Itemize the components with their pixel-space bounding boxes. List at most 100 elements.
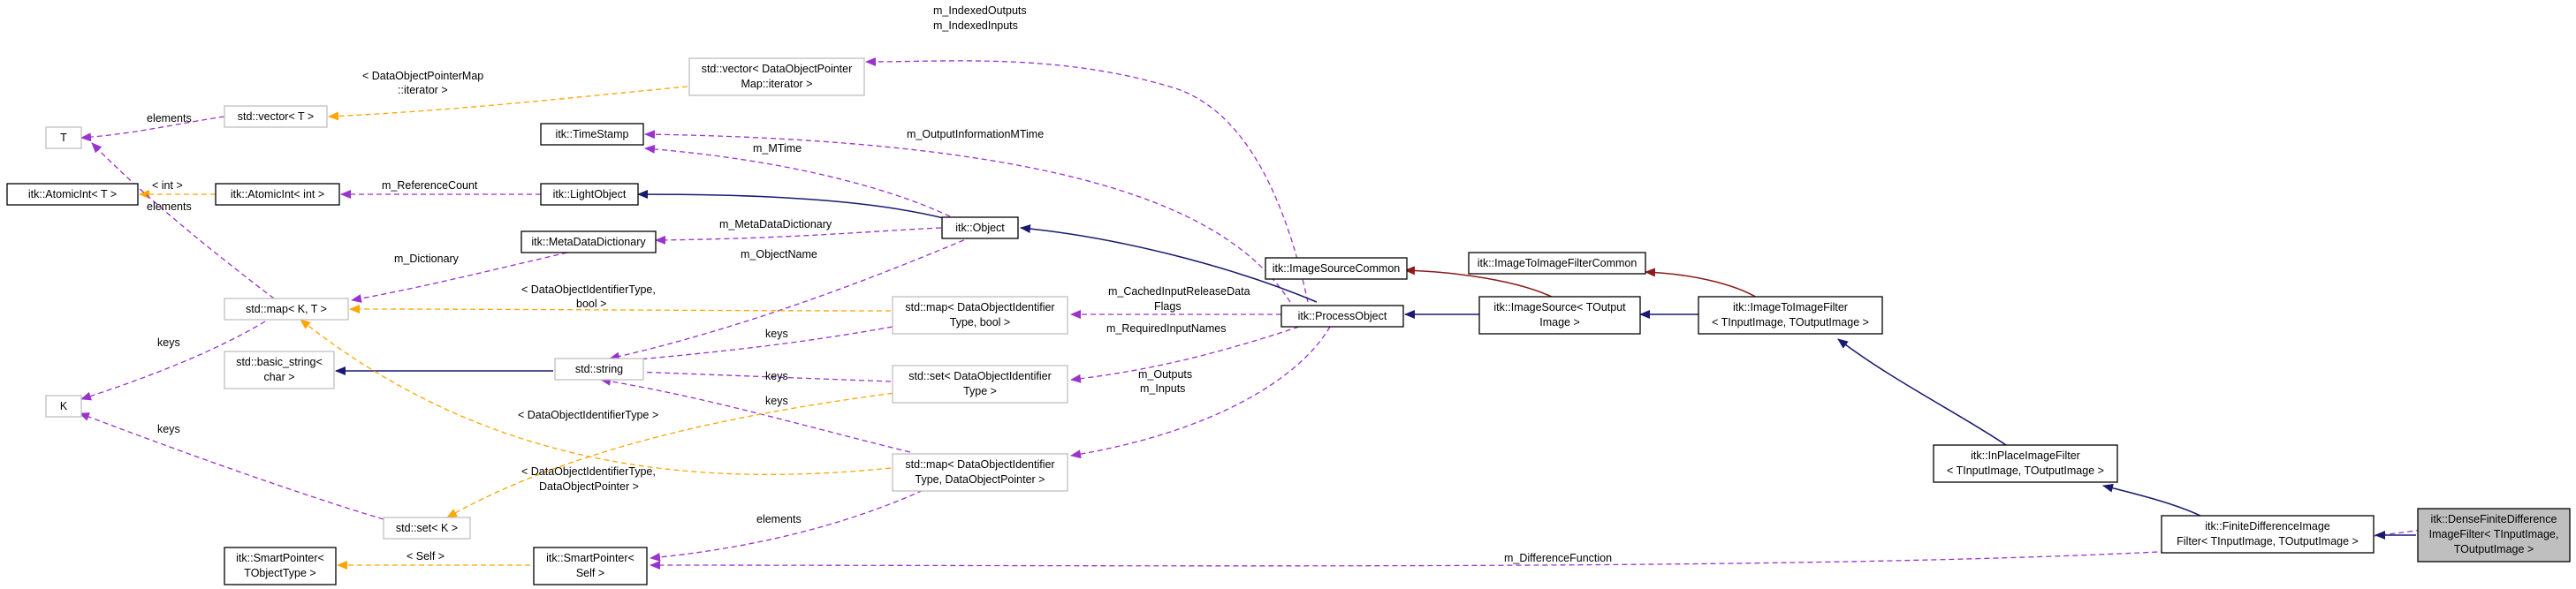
svg-text:itk::ImageToImageFilter: itk::ImageToImageFilter	[1733, 301, 1848, 313]
node-string[interactable]: std::string	[554, 358, 644, 381]
svg-text:itk::Object: itk::Object	[955, 222, 1005, 234]
svg-text:std::vector< DataObjectPointer: std::vector< DataObjectPointer	[702, 63, 853, 75]
node-map-kt[interactable]: std::map< K, T >	[224, 298, 349, 321]
edge-label-mtime: m_MTime	[753, 142, 802, 155]
svg-text:std::set< K >: std::set< K >	[396, 522, 458, 534]
edge-label-keys-string2: keys	[765, 370, 788, 382]
edge-processobject-inherits-object	[1020, 224, 1318, 303]
node-map-doi-bool[interactable]: std::map< DataObjectIdentifier Type, boo…	[892, 296, 1068, 335]
svg-text:itk::AtomicInt< T >: itk::AtomicInt< T >	[28, 188, 117, 200]
svg-text:Type >: Type >	[963, 385, 997, 397]
edge-set-k-to-k	[79, 412, 384, 520]
edge-processobject-to-map-dop	[1070, 326, 1331, 459]
edge-object-to-string	[609, 236, 973, 361]
node-map-doi-dop[interactable]: std::map< DataObjectIdentifier Type, Dat…	[892, 453, 1068, 492]
edge-finitediff-inherits-inplace	[2102, 483, 2201, 517]
svg-text:itk::SmartPointer<: itk::SmartPointer<	[236, 552, 324, 564]
node-imagetoimagefilter[interactable]: itk::ImageToImageFilter < TInputImage, T…	[1698, 296, 1883, 335]
edge-label-outputs-1: m_Outputs	[1138, 368, 1192, 381]
nodes: T K itk::AtomicInt< T > itk::AtomicInt< …	[6, 57, 2571, 585]
edge-label-objectname: m_ObjectName	[741, 248, 817, 261]
svg-text:itk::LightObject: itk::LightObject	[553, 188, 627, 200]
svg-text:TObjectType >: TObjectType >	[244, 567, 315, 579]
svg-text:itk::ProcessObject: itk::ProcessObject	[1298, 310, 1387, 322]
svg-text:std::set< DataObjectIdentifier: std::set< DataObjectIdentifier	[908, 370, 1052, 382]
edge-label-map-bool-tmpl-2: bool >	[576, 298, 606, 310]
node-imagetoimagefiltercommon[interactable]: itk::ImageToImageFilterCommon	[1468, 252, 1646, 275]
node-vector-dop-iterator[interactable]: std::vector< DataObjectPointer Map::iter…	[688, 57, 865, 96]
edge-label-cached-2: Flags	[1154, 300, 1182, 313]
node-timestamp[interactable]: itk::TimeStamp	[540, 123, 644, 146]
node-densefinitedifferenceimagefilter[interactable]: itk::DenseFiniteDifference ImageFilter< …	[2417, 508, 2571, 563]
node-k[interactable]: K	[45, 395, 82, 418]
edge-map-dop-to-string	[600, 376, 911, 453]
edge-object-inherits-lightobject	[637, 190, 948, 220]
edge-label-elements-vec: elements	[147, 112, 192, 125]
edge-vector-to-t	[80, 116, 225, 142]
edge-metadatadictionary-to-map	[351, 252, 568, 303]
edges	[79, 57, 2422, 570]
node-t[interactable]: T	[45, 126, 82, 149]
svg-text:ImageFilter< TInputImage,: ImageFilter< TInputImage,	[2429, 528, 2559, 540]
edge-processobject-to-set-doi	[1070, 326, 1300, 383]
edge-processobject-to-dopmap-vector	[865, 57, 1309, 303]
edge-label-map-dop-tmpl-2: DataObjectPointer >	[539, 480, 639, 493]
svg-text:char >: char >	[263, 371, 294, 383]
node-smartptr-objtype[interactable]: itk::SmartPointer< TObjectType >	[224, 547, 337, 585]
edge-map-dop-to-map	[300, 319, 892, 475]
node-atomicint-t[interactable]: itk::AtomicInt< T >	[6, 183, 139, 206]
edge-imagesource-inherits-imagesourcecommon	[1404, 266, 1556, 299]
node-atomicint-int[interactable]: itk::AtomicInt< int >	[215, 183, 340, 206]
svg-text:std::basic_string<: std::basic_string<	[236, 356, 323, 368]
edge-label-map-dop-tmpl-1: < DataObjectIdentifierType,	[521, 465, 656, 478]
edge-label-keys-string1: keys	[765, 328, 788, 340]
svg-text:itk::InPlaceImageFilter: itk::InPlaceImageFilter	[1971, 449, 2080, 462]
edge-label-map-bool-tmpl-1: < DataObjectIdentifierType,	[521, 283, 656, 296]
svg-text:itk::DenseFiniteDifference: itk::DenseFiniteDifference	[2431, 513, 2557, 525]
svg-text:TOutputImage >: TOutputImage >	[2454, 543, 2534, 555]
node-set-doi[interactable]: std::set< DataObjectIdentifier Type >	[892, 365, 1068, 404]
node-object[interactable]: itk::Object	[941, 216, 1019, 239]
node-inplaceimagefilter[interactable]: itk::InPlaceImageFilter < TInputImage, T…	[1933, 444, 2118, 483]
edge-label-self-tmpl: < Self >	[407, 550, 445, 563]
node-set-k[interactable]: std::set< K >	[383, 517, 471, 540]
svg-text:itk::ImageSourceCommon: itk::ImageSourceCommon	[1273, 262, 1401, 275]
svg-text:Filter< TInputImage, TOutputIm: Filter< TInputImage, TOutputImage >	[2177, 535, 2359, 547]
edge-dopmap-vector-to-vector	[328, 86, 688, 121]
node-finitedifferenceimagefilter[interactable]: itk::FiniteDifferenceImage Filter< TInpu…	[2161, 515, 2375, 554]
svg-text:< TInputImage, TOutputImage >: < TInputImage, TOutputImage >	[1947, 464, 2104, 477]
node-lightobject[interactable]: itk::LightObject	[540, 183, 639, 206]
edge-imagetoimagefilter-inherits-common	[1645, 268, 1759, 299]
svg-text:K: K	[60, 400, 68, 412]
edge-labels: elements < DataObjectPointerMap ::iterat…	[147, 4, 1612, 564]
svg-text:std::map< DataObjectIdentifier: std::map< DataObjectIdentifier	[905, 458, 1054, 471]
edge-label-difference-function: m_DifferenceFunction	[1504, 552, 1612, 564]
edge-label-dictionary: m_Dictionary	[394, 253, 460, 265]
edge-map-dop-to-smartptr-self	[650, 474, 955, 562]
svg-text:std::vector< T >: std::vector< T >	[238, 110, 314, 123]
edge-label-required: m_RequiredInputNames	[1106, 322, 1227, 335]
svg-text:< TInputImage, TOutputImage >: < TInputImage, TOutputImage >	[1712, 316, 1869, 328]
node-basic-string[interactable]: std::basic_string< char >	[224, 351, 335, 389]
svg-text:Self >: Self >	[576, 567, 604, 579]
node-imagesourcecommon[interactable]: itk::ImageSourceCommon	[1265, 257, 1408, 280]
node-smartptr-self[interactable]: itk::SmartPointer< Self >	[533, 547, 648, 585]
edge-object-to-timestamp	[644, 144, 951, 217]
svg-text:Type, DataObjectPointer >: Type, DataObjectPointer >	[916, 473, 1045, 486]
node-imagesource[interactable]: itk::ImageSource< TOutput Image >	[1478, 296, 1641, 335]
svg-text:itk::AtomicInt< int >: itk::AtomicInt< int >	[231, 188, 324, 200]
svg-text:T: T	[60, 132, 67, 144]
svg-text:Image >: Image >	[1539, 316, 1580, 328]
edge-label-elements-map: elements	[147, 200, 192, 213]
svg-text:std::string: std::string	[575, 363, 623, 375]
edge-label-keys-set: keys	[157, 423, 180, 435]
node-metadatadictionary[interactable]: itk::MetaDataDictionary	[521, 230, 657, 253]
edge-label-keys-string3: keys	[765, 395, 788, 407]
edge-processobject-to-timestamp	[644, 130, 1291, 303]
svg-text:itk::MetaDataDictionary: itk::MetaDataDictionary	[531, 236, 646, 248]
edge-label-elements-sp: elements	[756, 513, 802, 525]
node-vector-t[interactable]: std::vector< T >	[224, 105, 328, 128]
edge-label-vector-tmpl-2: ::iterator >	[398, 84, 448, 96]
node-processobject[interactable]: itk::ProcessObject	[1280, 305, 1404, 328]
